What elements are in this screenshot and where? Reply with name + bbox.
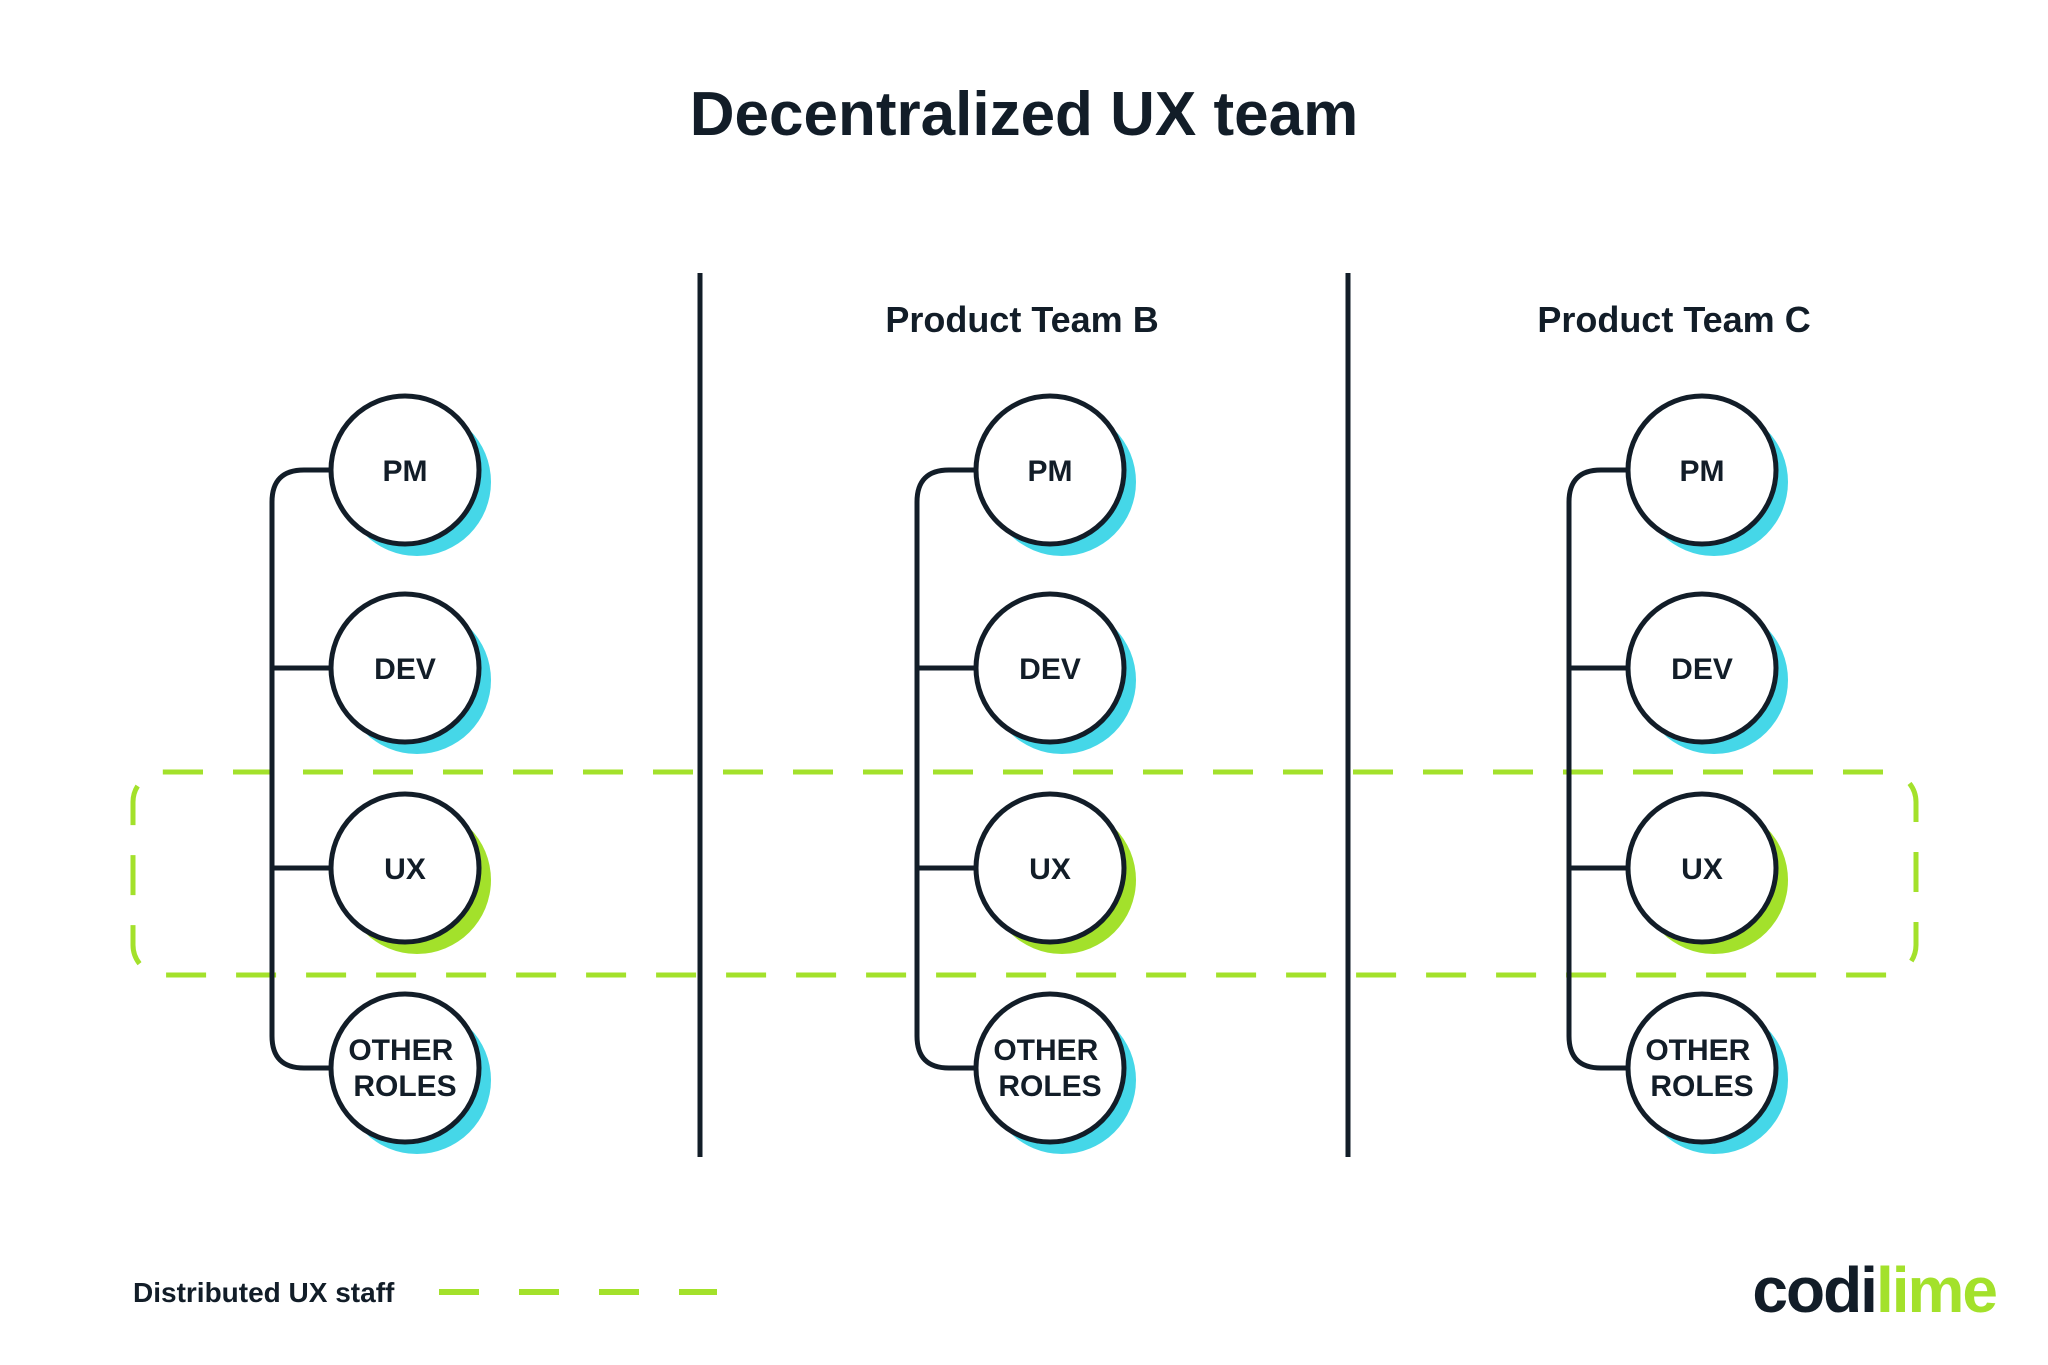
node-label: DEV — [1671, 653, 1733, 686]
node-circle — [1625, 791, 1779, 945]
node-label: DEV — [1019, 653, 1081, 686]
team-c-role-ux: UX — [1625, 791, 1788, 954]
team-b-bracket — [914, 467, 976, 1071]
node-label: UX — [384, 853, 426, 886]
team-a-role-dev: DEV — [328, 591, 491, 754]
team-c-header: Product Team C — [1537, 299, 1810, 340]
node-circle — [973, 591, 1127, 745]
team-c-role-other: OTHER ROLES — [1625, 991, 1788, 1154]
legend: Distributed UX staff — [133, 1277, 717, 1308]
node-label: PM — [1680, 455, 1725, 488]
node-circle — [328, 393, 482, 547]
legend-label: Distributed UX staff — [133, 1277, 395, 1308]
node-label: OTHER ROLES — [993, 1034, 1106, 1103]
team-column-a: PM DEV UX OTHER ROLES — [269, 393, 491, 1154]
team-b-header: Product Team B — [885, 299, 1158, 340]
node-circle — [1625, 991, 1779, 1145]
team-c-bracket — [1566, 467, 1628, 1071]
team-a-bracket — [269, 467, 331, 1071]
team-b-role-other: OTHER ROLES — [973, 991, 1136, 1154]
team-a-role-pm: PM — [328, 393, 491, 556]
node-circle — [973, 991, 1127, 1145]
team-b-role-ux: UX — [973, 791, 1136, 954]
node-label: OTHER ROLES — [348, 1034, 461, 1103]
node-circle — [973, 393, 1127, 547]
page-title: Decentralized UX team — [690, 80, 1358, 149]
node-label: PM — [383, 455, 428, 488]
node-circle — [328, 991, 482, 1145]
node-circle — [1625, 591, 1779, 745]
node-circle — [973, 791, 1127, 945]
logo-text-green: lime — [1876, 1254, 1996, 1326]
node-label: DEV — [374, 653, 436, 686]
team-a-role-other: OTHER ROLES — [328, 991, 491, 1154]
node-circle — [328, 591, 482, 745]
codilime-logo: codilime — [1752, 1254, 1996, 1326]
node-circle — [328, 791, 482, 945]
team-a-role-ux: UX — [328, 791, 491, 954]
node-label: PM — [1028, 455, 1073, 488]
node-label: OTHER ROLES — [1645, 1034, 1758, 1103]
team-c-role-pm: PM — [1625, 393, 1788, 556]
team-column-b: Product Team B PM DEV UX OTHER ROLES — [885, 299, 1159, 1154]
logo-text-dark: codi — [1752, 1254, 1876, 1326]
distributed-ux-staff-region — [130, 769, 1919, 978]
team-c-role-dev: DEV — [1625, 591, 1788, 754]
team-b-role-dev: DEV — [973, 591, 1136, 754]
team-b-role-pm: PM — [973, 393, 1136, 556]
node-label: UX — [1681, 853, 1723, 886]
node-label: UX — [1029, 853, 1071, 886]
node-circle — [1625, 393, 1779, 547]
team-column-c: Product Team C PM DEV UX OTHER ROLES — [1537, 299, 1811, 1154]
